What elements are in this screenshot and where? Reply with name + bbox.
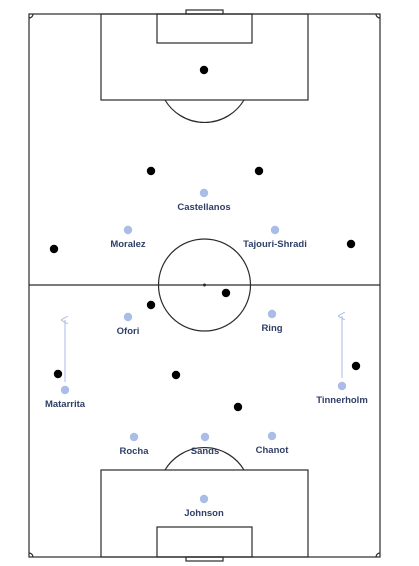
opponent-player-marker — [199, 65, 209, 75]
top-goal — [185, 9, 224, 15]
opponent-player-marker — [146, 166, 156, 176]
team-player: Chanot — [256, 431, 290, 456]
bottom-penalty-arc — [164, 447, 245, 471]
team-player-label: Johnson — [184, 508, 224, 519]
opponent-players — [49, 65, 361, 412]
pitch-markings — [28, 9, 381, 562]
team-player-marker — [200, 432, 210, 442]
team-player-marker — [270, 225, 280, 235]
bottom-goal-area — [156, 526, 253, 558]
team-player-label: Chanot — [256, 445, 290, 456]
top-penalty-area — [100, 13, 309, 101]
opponent-player-marker — [346, 239, 356, 249]
top-goal-area — [156, 13, 253, 44]
team-player-label: Matarrita — [45, 399, 86, 410]
team-player-marker — [60, 385, 70, 395]
team-player: Tajouri-Shradi — [243, 225, 307, 250]
opponent-player-marker — [53, 369, 63, 379]
team-player-marker — [123, 312, 133, 322]
team-player-label: Sands — [191, 446, 220, 457]
opponent-player-marker — [49, 244, 59, 254]
team-player-label: Tinnerholm — [316, 395, 368, 406]
opponent-player-marker — [221, 288, 231, 298]
center-circle — [157, 238, 252, 332]
corner-arc-br — [375, 552, 381, 558]
team-player: Sands — [191, 432, 220, 457]
corner-arc-tl — [28, 13, 34, 19]
team-player-label: Ring — [261, 323, 282, 334]
team-player-marker — [337, 381, 347, 391]
team-player: Ring — [261, 309, 283, 334]
team-player: Tinnerholm — [316, 381, 368, 406]
team-player-label: Ofori — [117, 326, 140, 337]
team-player-marker — [267, 431, 277, 441]
opponent-player-marker — [146, 300, 156, 310]
corner-arc-tr — [375, 13, 381, 19]
team-player-marker — [199, 188, 209, 198]
movement-arrows — [65, 316, 342, 382]
team-player: Moralez — [110, 225, 146, 250]
team-player-marker — [199, 494, 209, 504]
opponent-player-marker — [233, 402, 243, 412]
team-player-marker — [267, 309, 277, 319]
corner-arc-bl — [28, 552, 34, 558]
team-player: Ofori — [117, 312, 140, 337]
team-player-label: Castellanos — [177, 202, 230, 213]
bottom-goal — [185, 556, 224, 562]
opponent-player-marker — [351, 361, 361, 371]
center-spot — [203, 283, 206, 287]
team-player-label: Tajouri-Shradi — [243, 239, 307, 250]
opponent-player-marker — [171, 370, 181, 380]
team-player-marker — [129, 432, 139, 442]
team-player: Rocha — [119, 432, 149, 457]
team-player: Castellanos — [177, 188, 231, 213]
top-penalty-arc — [164, 99, 245, 123]
team-player-marker — [123, 225, 133, 235]
team-player: Matarrita — [45, 385, 86, 410]
opponent-player-marker — [254, 166, 264, 176]
team-player: Johnson — [184, 494, 224, 519]
team-player-label: Rocha — [119, 446, 149, 457]
team-player-label: Moralez — [110, 239, 146, 250]
